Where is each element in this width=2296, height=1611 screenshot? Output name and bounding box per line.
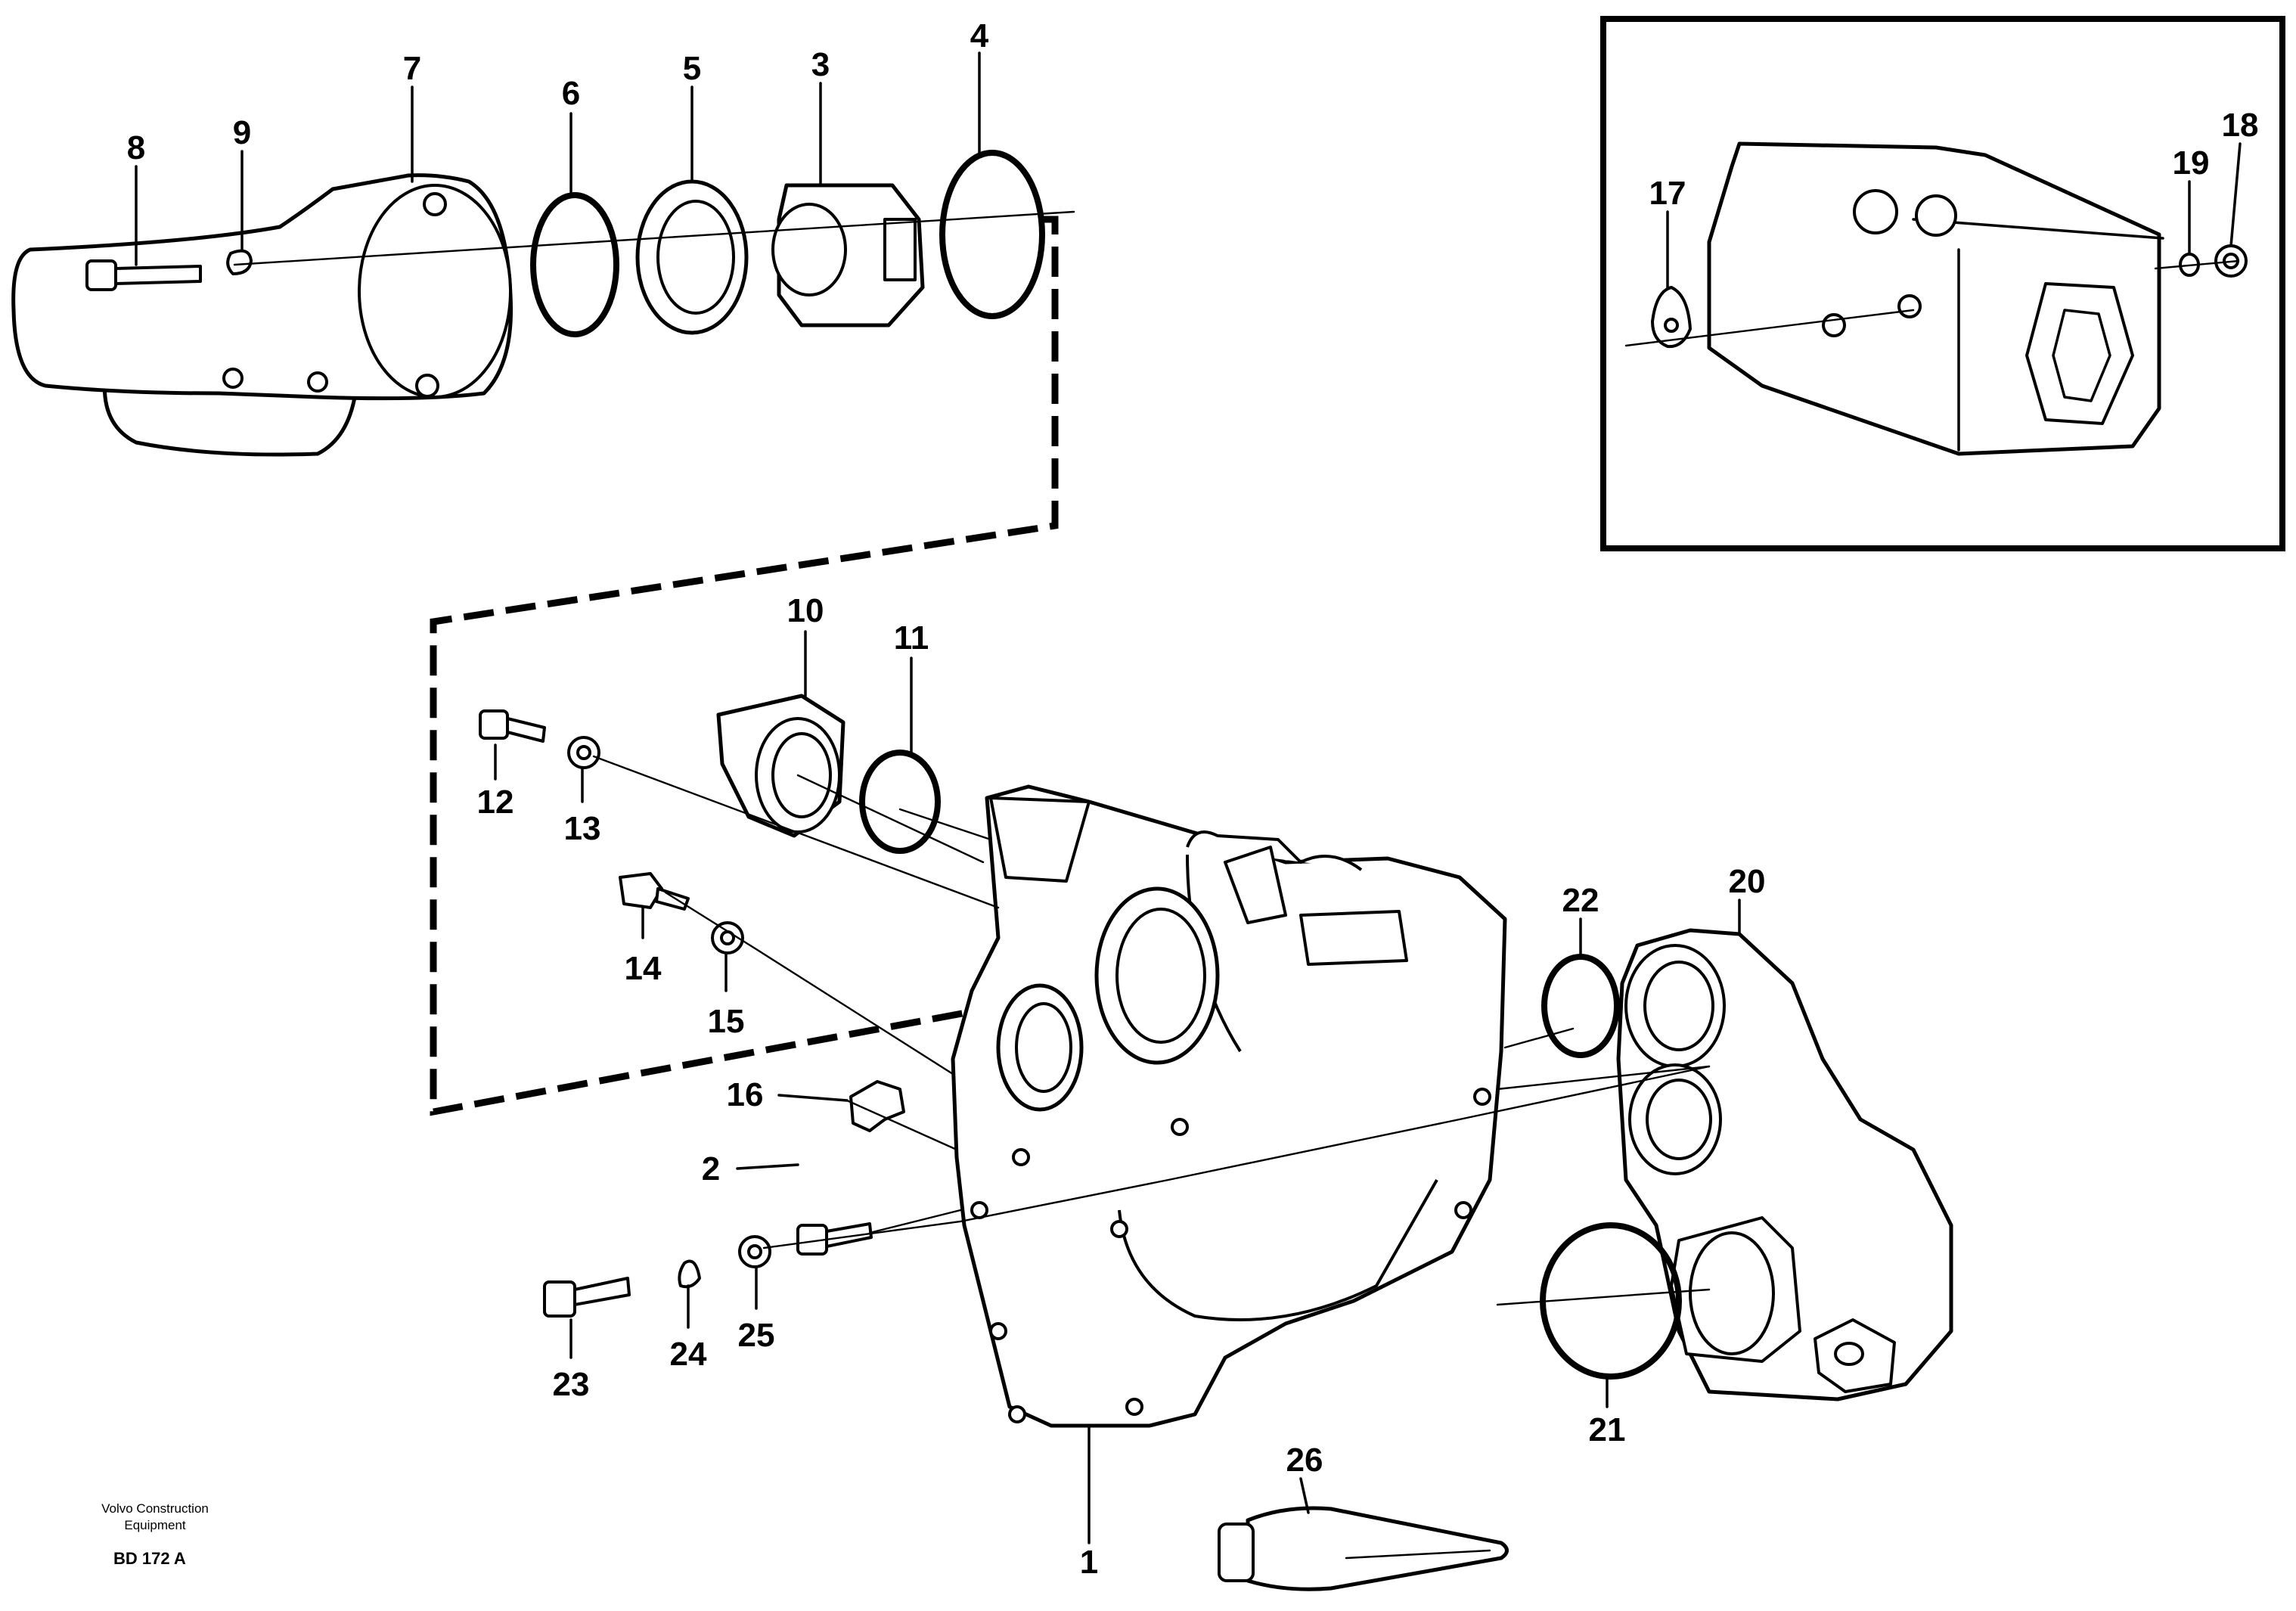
part-6-o-ring [530, 192, 619, 337]
label-part-17: 17 [1649, 175, 1686, 212]
part-13-washer [567, 736, 600, 769]
part-17-lifting-eye [1651, 286, 1692, 349]
part-2-bolt [796, 1222, 873, 1256]
part-11-o-ring [859, 750, 941, 854]
part-8-bolt [85, 259, 202, 291]
label-part-9: 9 [233, 114, 251, 151]
part-22-o-ring [1541, 954, 1620, 1058]
part-12-bolt [479, 709, 546, 743]
label-part-25: 25 [738, 1317, 775, 1354]
label-part-12: 12 [477, 784, 514, 821]
part-1-cover [951, 784, 1507, 1428]
label-part-5: 5 [683, 50, 701, 87]
label-part-22: 22 [1562, 882, 1599, 919]
thermostat-assembly [11, 150, 1105, 1116]
label-part-3: 3 [811, 46, 830, 83]
label-part-13: 13 [564, 810, 601, 847]
drawing-code: BD 172 A [113, 1549, 186, 1568]
label-part-11: 11 [894, 619, 929, 657]
part-5-sealing-ring [635, 179, 749, 335]
cylinder-head-inset [1600, 16, 2285, 551]
label-part-7: 7 [403, 50, 421, 87]
part-7-thermostat-housing [11, 173, 513, 457]
credit-line-2: Equipment [124, 1518, 186, 1532]
cover-assembly [479, 694, 1953, 1591]
cylinder-head [1707, 141, 2164, 456]
leader-lines [135, 51, 2242, 1544]
part-24-spring-washer [678, 1259, 701, 1289]
label-part-19: 19 [2173, 144, 2210, 182]
part-16-elbow [849, 1080, 905, 1132]
label-part-6: 6 [562, 75, 580, 112]
part-labels: 1 2 3 4 5 6 7 8 9 10 11 12 13 14 15 16 1… [127, 17, 2259, 1581]
part-20-pipe-housing [1616, 928, 1953, 1401]
label-part-18: 18 [2222, 107, 2259, 144]
label-part-8: 8 [127, 129, 145, 166]
part-4-o-ring [939, 150, 1045, 319]
part-25-washer [738, 1235, 771, 1268]
label-part-14: 14 [625, 950, 662, 987]
label-part-21: 21 [1589, 1411, 1626, 1448]
label-part-15: 15 [708, 1003, 745, 1040]
footer: Volvo Construction Equipment BD 172 A [101, 1501, 209, 1568]
label-part-20: 20 [1729, 863, 1766, 900]
part-26-sealant-tube [1218, 1506, 1509, 1591]
label-part-26: 26 [1286, 1442, 1323, 1479]
label-part-2: 2 [702, 1150, 720, 1187]
label-part-1: 1 [1080, 1544, 1098, 1581]
label-part-24: 24 [670, 1336, 707, 1373]
label-part-4: 4 [970, 17, 989, 54]
part-21-o-ring [1540, 1222, 1682, 1380]
part-23-bolt [543, 1277, 631, 1318]
credit-line-1: Volvo Construction [101, 1501, 209, 1516]
part-14-sensor [619, 872, 690, 911]
label-part-16: 16 [727, 1076, 764, 1113]
part-15-washer [711, 921, 744, 954]
label-part-23: 23 [553, 1366, 590, 1403]
part-3-thermostat [771, 183, 925, 327]
label-part-10: 10 [787, 592, 824, 629]
part-9-spring-washer [226, 249, 253, 275]
part-10-flange [716, 694, 845, 838]
